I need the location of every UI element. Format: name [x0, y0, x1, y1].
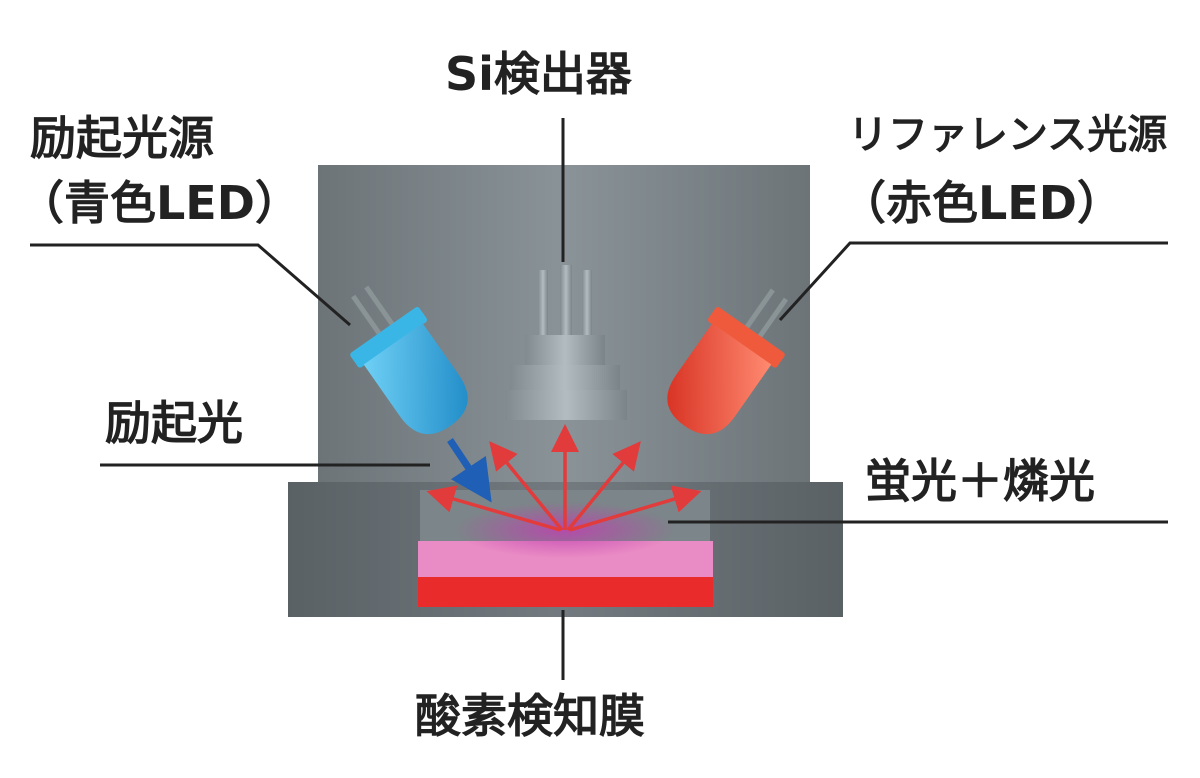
reference-source-label-line2: （赤色LED）: [840, 176, 1123, 230]
blue-led: [350, 285, 468, 435]
emission-rays: [426, 424, 702, 532]
red-led: [667, 288, 789, 435]
excitation-source-label-line1: 励起光源: [30, 111, 214, 165]
leader-excitation-source: [30, 243, 351, 327]
excitation-light-label: 励起光: [105, 396, 243, 450]
leader-reference-source: [778, 241, 1168, 322]
reference-source-label-line1: リファレンス光源: [848, 112, 1168, 158]
sensing-film-red-layer: [418, 577, 713, 607]
excitation-ray: [447, 438, 492, 503]
emission-label: 蛍光＋燐光: [865, 454, 1095, 508]
sensing-film-label: 酸素検知膜: [415, 689, 645, 743]
detector-label: Si検出器: [445, 47, 632, 101]
si-detector: [505, 265, 627, 420]
excitation-source-label-line2: （青色LED）: [18, 176, 301, 230]
